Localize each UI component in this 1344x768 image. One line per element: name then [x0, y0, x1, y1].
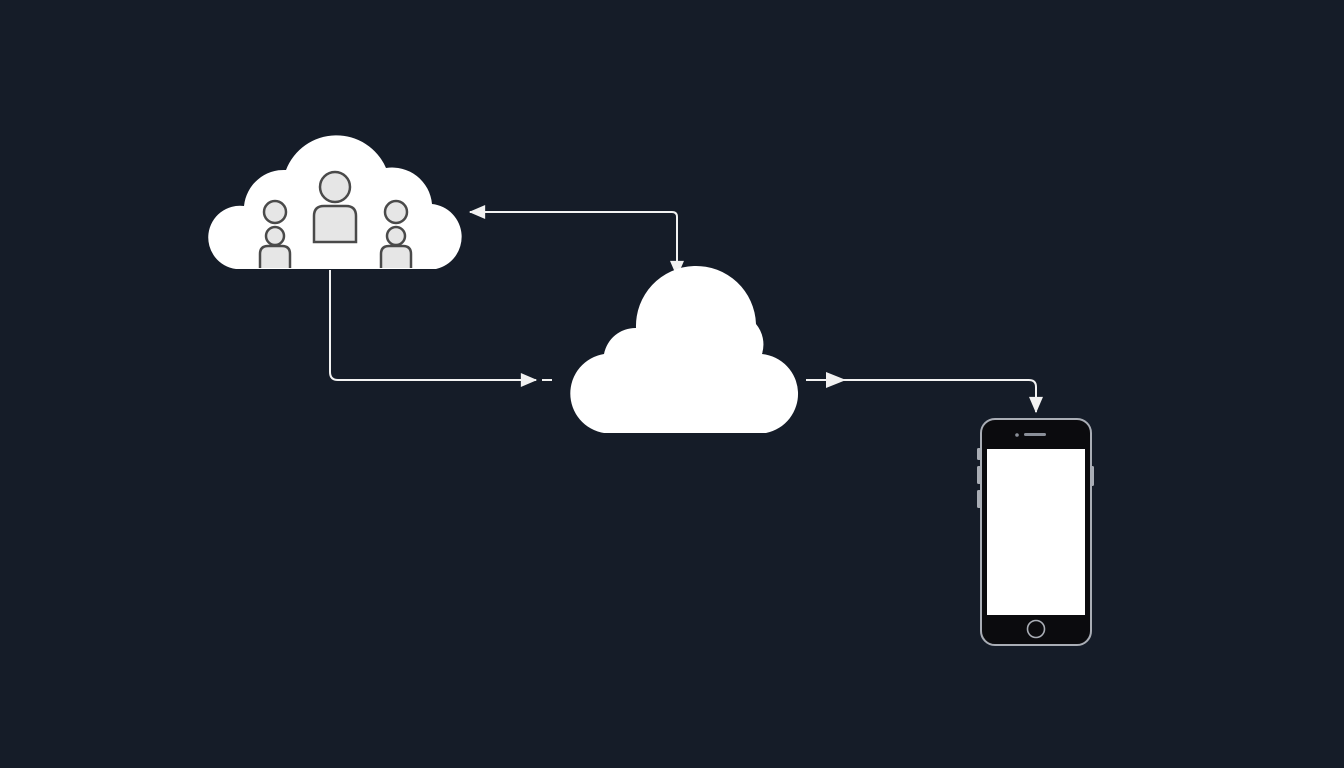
smartphone-screen — [987, 449, 1085, 615]
person-left-icon — [258, 199, 292, 268]
person-center-icon — [312, 170, 358, 244]
users-cloud-icon[interactable] — [208, 135, 462, 269]
connector-users-to-central-top — [468, 205, 684, 278]
smartphone-camera — [1015, 433, 1019, 437]
smartphone-home-button[interactable] — [1026, 619, 1046, 639]
cloud-icon[interactable] — [570, 265, 799, 433]
person-right-icon — [379, 199, 413, 268]
connector-arrow-mid — [826, 372, 846, 388]
smartphone-speaker — [1024, 433, 1046, 436]
connector-users-to-central-left — [329, 270, 538, 387]
connector-central-to-device — [806, 379, 1036, 412]
smartphone-icon[interactable] — [977, 418, 1094, 646]
